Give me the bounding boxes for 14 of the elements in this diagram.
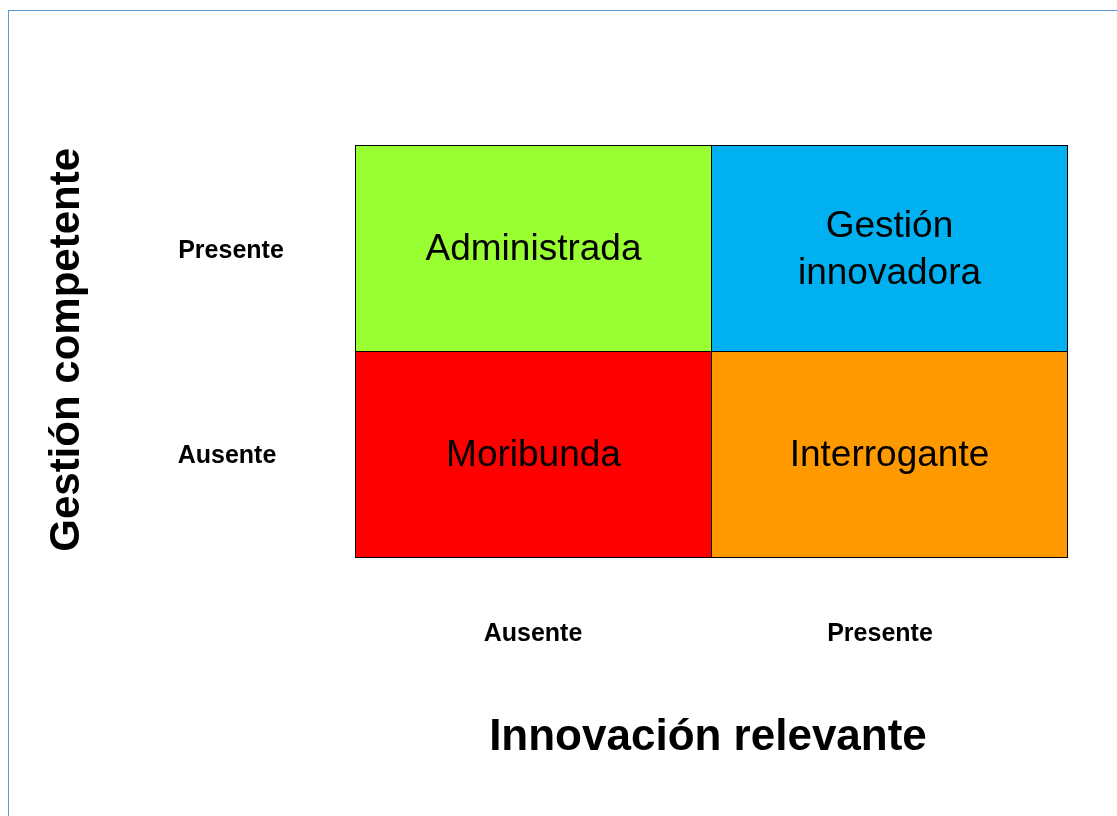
row-label: Presente (178, 234, 284, 264)
x-axis-title: Innovación relevante (489, 710, 927, 760)
quadrant-label: Moribunda (446, 432, 621, 477)
quadrant-cell (711, 351, 1068, 558)
quadrant-label: Interrogante (789, 432, 990, 477)
quadrant-cell (711, 145, 1068, 352)
quadrant-label: Administrada (425, 226, 642, 271)
quadrant-cell (355, 351, 712, 558)
quadrant-cell (355, 145, 712, 352)
row-label: Ausente (177, 439, 277, 469)
column-label: Ausente (483, 617, 583, 647)
y-axis-title: Gestión competente (41, 148, 89, 552)
column-label: Presente (827, 617, 933, 647)
quadrant-label: Gestión innovadora (796, 203, 983, 294)
